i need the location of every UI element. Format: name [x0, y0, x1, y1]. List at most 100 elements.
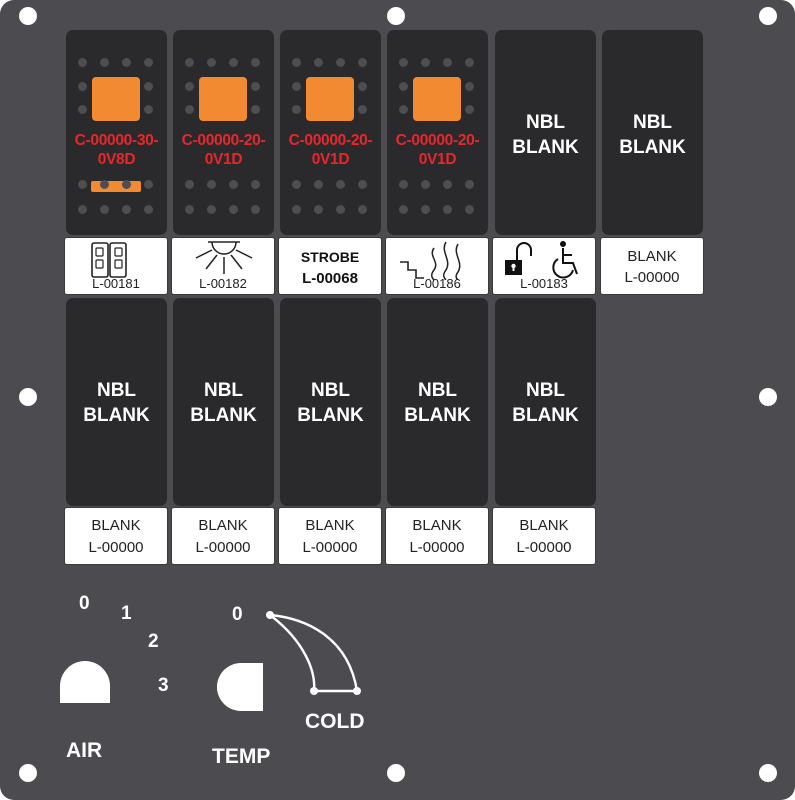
led-dot [292, 82, 301, 91]
led-dot [358, 105, 367, 114]
led-dot [358, 205, 367, 214]
cold-label: COLD [305, 710, 365, 733]
mounting-hole [759, 764, 777, 782]
rocker-pad [413, 77, 461, 121]
led-dot [78, 180, 87, 189]
label-blank: BLANK L-00000 [64, 507, 168, 565]
switch-code: C-00000-20-0V1D [395, 132, 480, 168]
rocker-switch-4[interactable]: C-00000-20-0V1D [387, 30, 488, 235]
switch-code: C-00000-20-0V1D [288, 132, 373, 168]
led-dot [399, 105, 408, 114]
led-dot [399, 58, 408, 67]
led-dot [122, 205, 131, 214]
air-position-3: 3 [158, 675, 169, 696]
led-dot [229, 205, 238, 214]
led-dot [144, 105, 153, 114]
cold-arc-icon [266, 611, 361, 695]
mounting-hole [387, 764, 405, 782]
led-dot [78, 205, 87, 214]
led-dot [443, 180, 452, 189]
led-dot [465, 82, 474, 91]
led-dot [185, 82, 194, 91]
mounting-hole [19, 388, 37, 406]
label-title: BLANK [412, 517, 462, 534]
led-dot [399, 82, 408, 91]
led-dot [144, 82, 153, 91]
led-dot [465, 205, 474, 214]
led-dot [358, 180, 367, 189]
label-title: BLANK [627, 248, 677, 265]
rocker-switch-1[interactable]: C-00000-30-0V8D [66, 30, 167, 235]
temp-knob-cutout-round [217, 663, 263, 711]
led-dot [229, 58, 238, 67]
led-dot [314, 205, 323, 214]
led-dot [185, 205, 194, 214]
led-dot [292, 58, 301, 67]
lock-accessible-icon [505, 241, 578, 279]
rocker-pad [199, 77, 247, 121]
rocker-switch-2[interactable]: C-00000-20-0V1D [173, 30, 274, 235]
led-dot [100, 180, 109, 189]
led-dot [336, 58, 345, 67]
led-dot [399, 205, 408, 214]
led-dot [421, 205, 430, 214]
label-code: L-00000 [516, 539, 572, 556]
led-dot [251, 58, 260, 67]
rocker-pad [306, 77, 354, 121]
led-dot [358, 58, 367, 67]
light-icon [195, 241, 253, 274]
rocker-switch-3[interactable]: C-00000-20-0V1D [280, 30, 381, 235]
label-code: L-00000 [195, 539, 251, 556]
label-blank: BLANK L-00000 [171, 507, 275, 565]
led-dot [336, 180, 345, 189]
led-dot [465, 105, 474, 114]
door-icon [91, 242, 127, 278]
led-dot [251, 82, 260, 91]
label-code: L-00000 [88, 539, 144, 556]
label-blank: BLANK L-00000 [492, 507, 596, 565]
label-code: L-00000 [409, 539, 465, 556]
mounting-hole [759, 7, 777, 25]
led-dot [443, 205, 452, 214]
led-dot [78, 58, 87, 67]
step-heat-icon [400, 241, 461, 280]
label-blank: BLANK L-00000 [600, 237, 704, 295]
led-dot [229, 180, 238, 189]
led-dot [465, 58, 474, 67]
led-dot [144, 205, 153, 214]
led-dot [207, 58, 216, 67]
label-code: L-00182 [199, 276, 247, 291]
label-code: L-00186 [413, 276, 461, 291]
temp-label: TEMP [212, 745, 271, 768]
led-dot [251, 205, 260, 214]
label-light: L-00182 [171, 237, 275, 295]
led-dot [100, 205, 109, 214]
air-knob-cutout[interactable] [60, 661, 110, 703]
led-dot [292, 105, 301, 114]
led-dot [122, 58, 131, 67]
mounting-hole [387, 7, 405, 25]
mounting-hole [19, 764, 37, 782]
led-dot [465, 180, 474, 189]
mounting-hole [759, 388, 777, 406]
label-code: L-00000 [624, 269, 680, 286]
air-position-1: 1 [121, 603, 132, 624]
led-dot [185, 58, 194, 67]
label-code: L-00000 [302, 539, 358, 556]
led-dot [314, 58, 323, 67]
led-dot [358, 82, 367, 91]
led-dot [421, 180, 430, 189]
